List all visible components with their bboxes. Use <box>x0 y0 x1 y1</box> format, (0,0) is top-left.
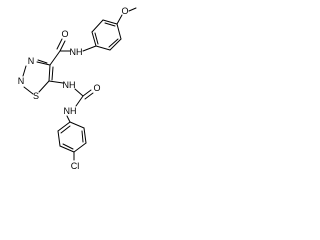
bond <box>75 95 84 107</box>
atom-label-urea-nh1: NH <box>63 80 76 90</box>
bond <box>102 19 118 25</box>
bond <box>82 89 92 97</box>
atom-label-urea-o: O <box>93 83 100 93</box>
atom-label-carbonyl-o: O <box>61 29 68 39</box>
bond <box>38 80 50 93</box>
atom-label-ring-n1: N <box>28 56 35 66</box>
atom-label-urea-nh2: NH <box>64 106 77 116</box>
atom-label-ring-s: S <box>33 91 39 101</box>
bond <box>81 130 84 143</box>
bond <box>73 142 87 153</box>
bond <box>128 7 137 12</box>
bond <box>56 38 63 50</box>
atom-label-methoxy-o: O <box>121 6 128 16</box>
bond <box>109 38 122 51</box>
bond <box>91 19 104 33</box>
bond <box>23 86 34 95</box>
bond <box>83 127 87 144</box>
bond <box>116 14 123 25</box>
bond <box>94 32 99 45</box>
bond <box>59 145 75 153</box>
bond <box>62 143 74 150</box>
atom-labels: O O NH N N S NH O NH Cl <box>18 6 129 171</box>
bond <box>57 121 71 132</box>
bond <box>66 115 71 123</box>
bonds <box>22 7 137 161</box>
bond <box>36 61 51 66</box>
atom-label-amide-nh: NH <box>70 47 83 57</box>
bond <box>60 125 71 134</box>
bond <box>59 40 66 52</box>
bond <box>57 130 61 147</box>
atom-label-cl: Cl <box>71 161 80 171</box>
bond <box>104 22 116 27</box>
bond <box>48 64 51 82</box>
bond <box>82 45 97 52</box>
chemical-structure: O O NH N N S NH O NH Cl <box>18 6 137 171</box>
bond <box>49 50 61 66</box>
bond <box>84 92 94 100</box>
bond <box>108 38 119 48</box>
bond <box>22 65 27 77</box>
atom-label-ring-n2: N <box>18 76 25 86</box>
bond <box>74 88 84 97</box>
bond <box>91 31 97 47</box>
bond <box>69 121 85 129</box>
bond <box>48 80 64 84</box>
bond <box>116 23 122 40</box>
bond <box>95 45 111 51</box>
bond <box>51 66 54 81</box>
bond <box>37 59 48 64</box>
